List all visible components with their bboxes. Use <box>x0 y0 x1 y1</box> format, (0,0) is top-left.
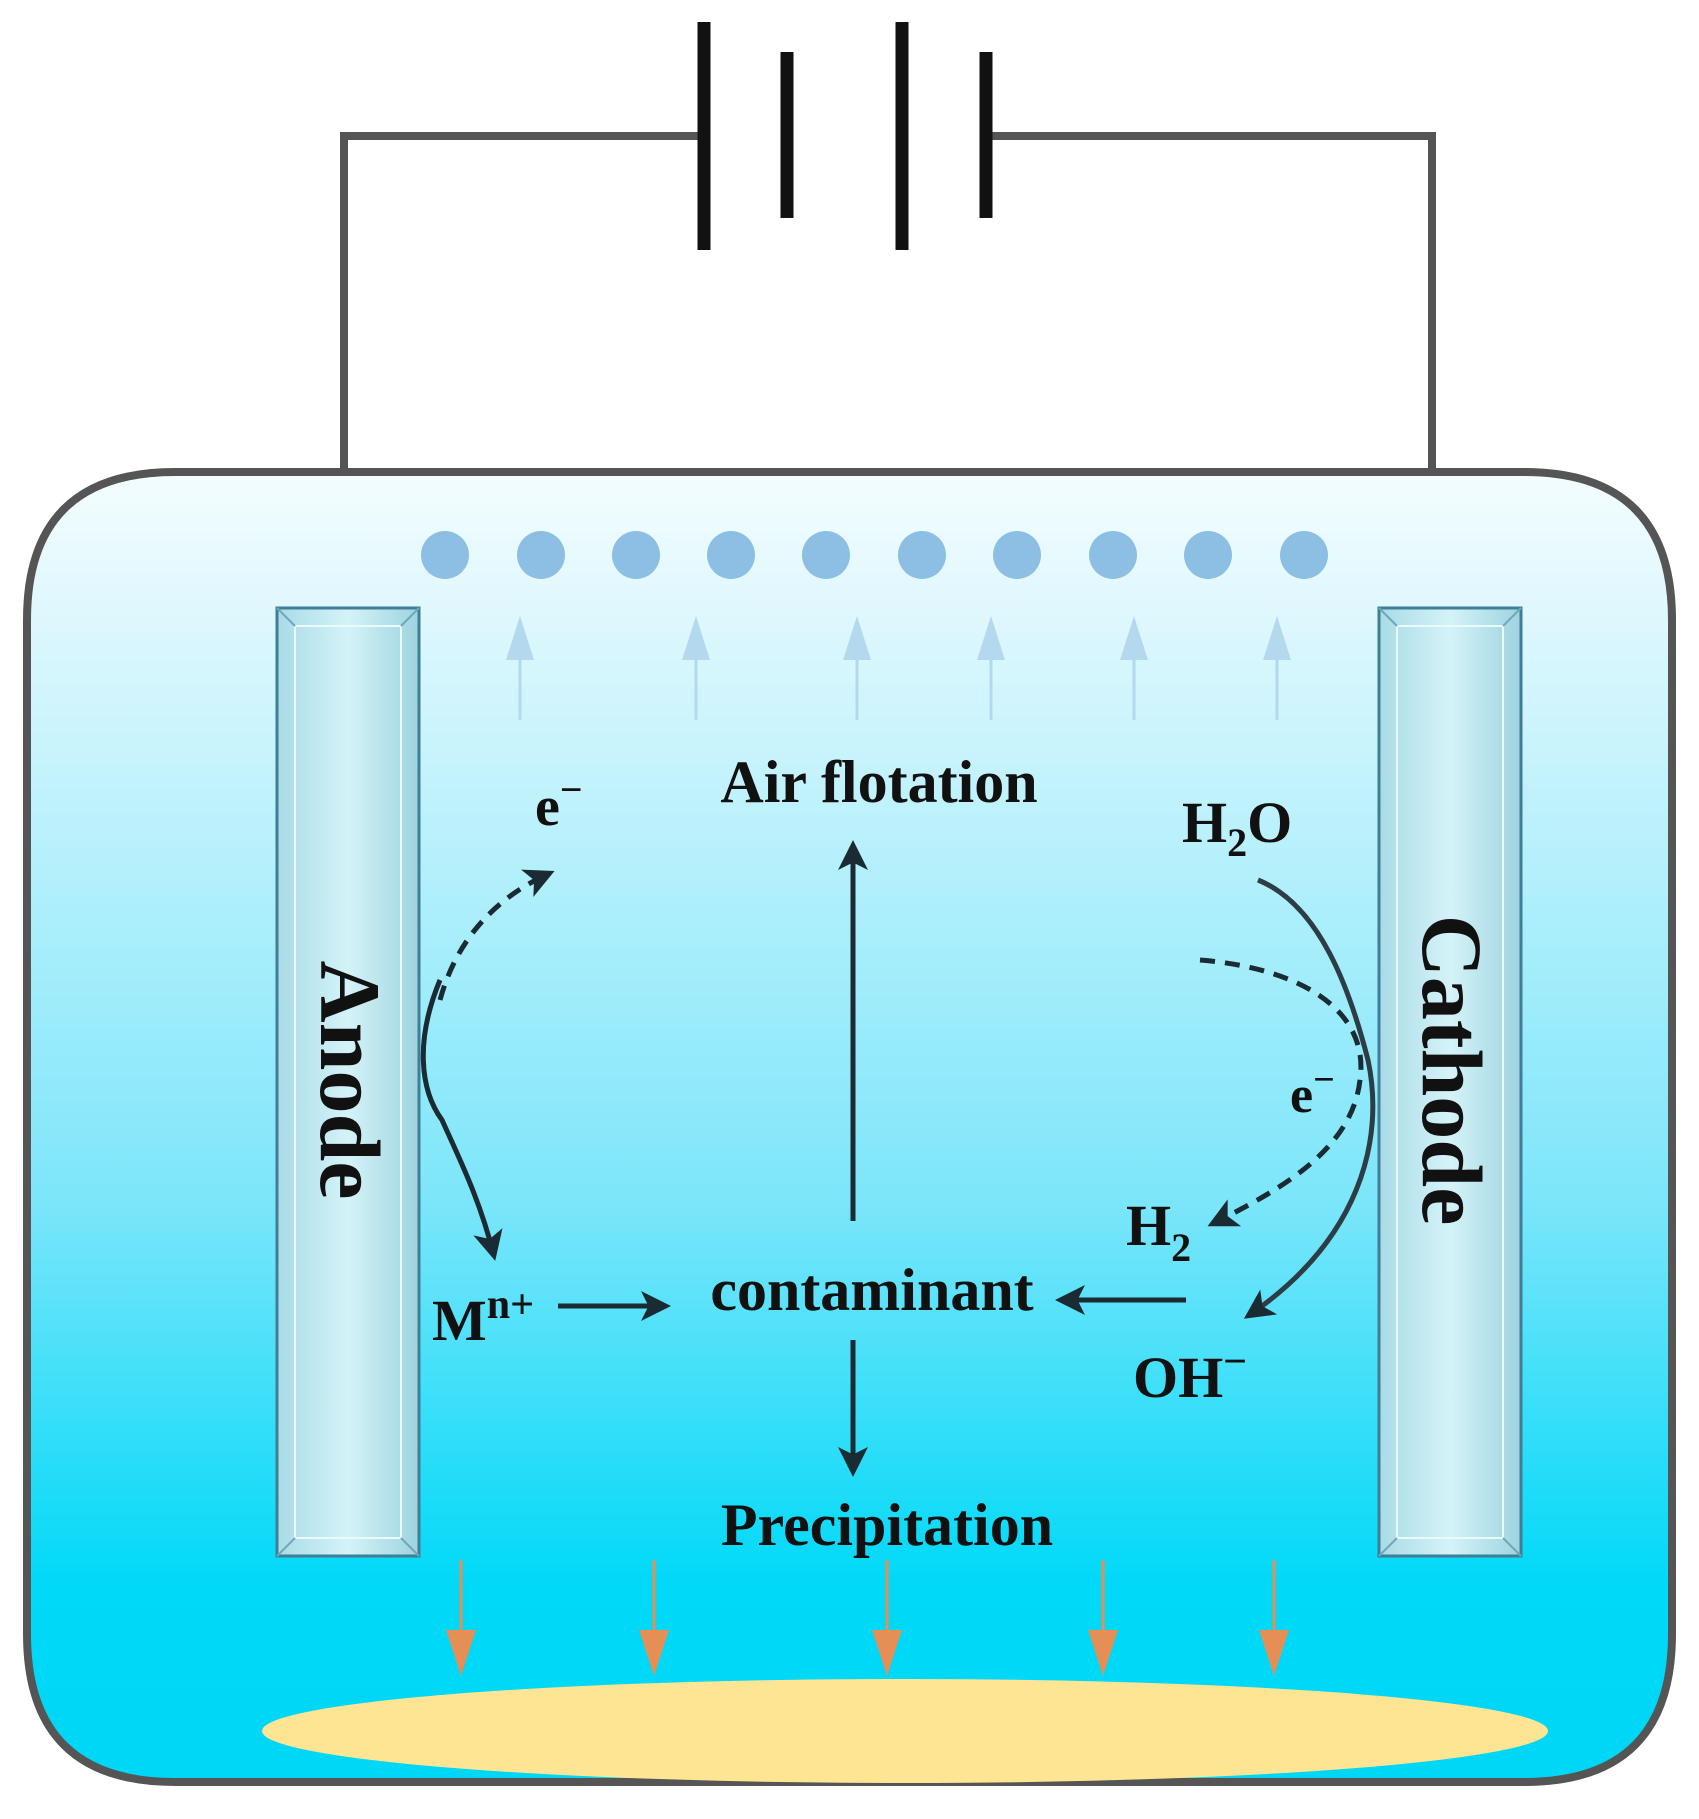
bubble-icon <box>802 531 850 579</box>
down-arrow-icon <box>639 1560 669 1676</box>
water-h: H <box>1182 790 1227 855</box>
bubble-icon <box>421 531 469 579</box>
down-arrow-icon <box>446 1560 476 1676</box>
bubble-icon <box>1089 531 1137 579</box>
metal-ion-formation-arrow <box>420 979 503 1261</box>
bubble-icon <box>993 531 1041 579</box>
anode-electron-base: e <box>535 776 560 838</box>
up-arrow-icon <box>506 616 534 720</box>
water-sub: 2 <box>1227 820 1247 865</box>
water-o: O <box>1247 790 1292 855</box>
settling-arrows <box>446 1560 1289 1676</box>
electron-release-arrow <box>437 869 555 1001</box>
circuit-wire <box>340 132 1436 612</box>
hydrogen-label: H2 <box>1126 1193 1191 1270</box>
hydroxide-base: OH <box>1133 1345 1223 1410</box>
bubble-icon <box>1184 531 1232 579</box>
down-arrow-icon <box>1259 1560 1289 1676</box>
cathode-electron-base: e <box>1290 1067 1313 1124</box>
metal-ion-label: Mn+ <box>432 1282 534 1353</box>
reaction-arrows <box>420 840 1376 1477</box>
up-arrow-icon <box>843 616 871 720</box>
metal-ion-base: M <box>432 1288 487 1353</box>
hydrogen-sub: 2 <box>1171 1225 1191 1270</box>
cathode-electrode <box>1377 606 1523 1558</box>
down-arrow-icon <box>872 1560 902 1676</box>
up-arrow-icon <box>977 616 1005 720</box>
up-arrow-icon <box>682 616 710 720</box>
rising-arrows <box>506 616 1291 720</box>
hydroxide-sup: − <box>1223 1339 1247 1385</box>
anode-electrode <box>275 606 421 1558</box>
down-arrow-icon <box>1088 1560 1118 1676</box>
bubble-icon <box>517 531 565 579</box>
bubble-icon <box>1280 531 1328 579</box>
precipitation-label: Precipitation <box>721 1492 1053 1558</box>
anode-electron-sup: − <box>560 767 583 812</box>
anode-label: Anode <box>302 961 398 1200</box>
hydrogen-h: H <box>1126 1193 1171 1258</box>
bubble-icon <box>612 531 660 579</box>
contaminant-label: contaminant <box>710 1257 1033 1323</box>
air-flotation-label: Air flotation <box>720 749 1037 815</box>
cathode-electron-sup: − <box>1313 1059 1335 1101</box>
sediment-layer <box>262 1679 1548 1783</box>
water-label: H2O <box>1182 790 1292 865</box>
anode-electron-label: e− <box>535 767 583 838</box>
bubble-icon <box>898 531 946 579</box>
battery-icon <box>697 22 993 250</box>
cathode-label: Cathode <box>1404 915 1500 1226</box>
bubble-icon <box>707 531 755 579</box>
hydroxide-label: OH− <box>1133 1339 1247 1410</box>
cathode-wire <box>992 132 1436 612</box>
up-arrow-icon <box>1263 616 1291 720</box>
cathode-electron-label: e− <box>1290 1059 1335 1124</box>
up-arrow-icon <box>1120 616 1148 720</box>
hydroxide-formation-arrow <box>1243 877 1376 1319</box>
metal-ion-sup: n+ <box>487 1282 534 1328</box>
hydrogen-evolution-arrow <box>1199 957 1364 1227</box>
gas-bubbles <box>421 531 1328 579</box>
anode-wire <box>340 132 700 612</box>
